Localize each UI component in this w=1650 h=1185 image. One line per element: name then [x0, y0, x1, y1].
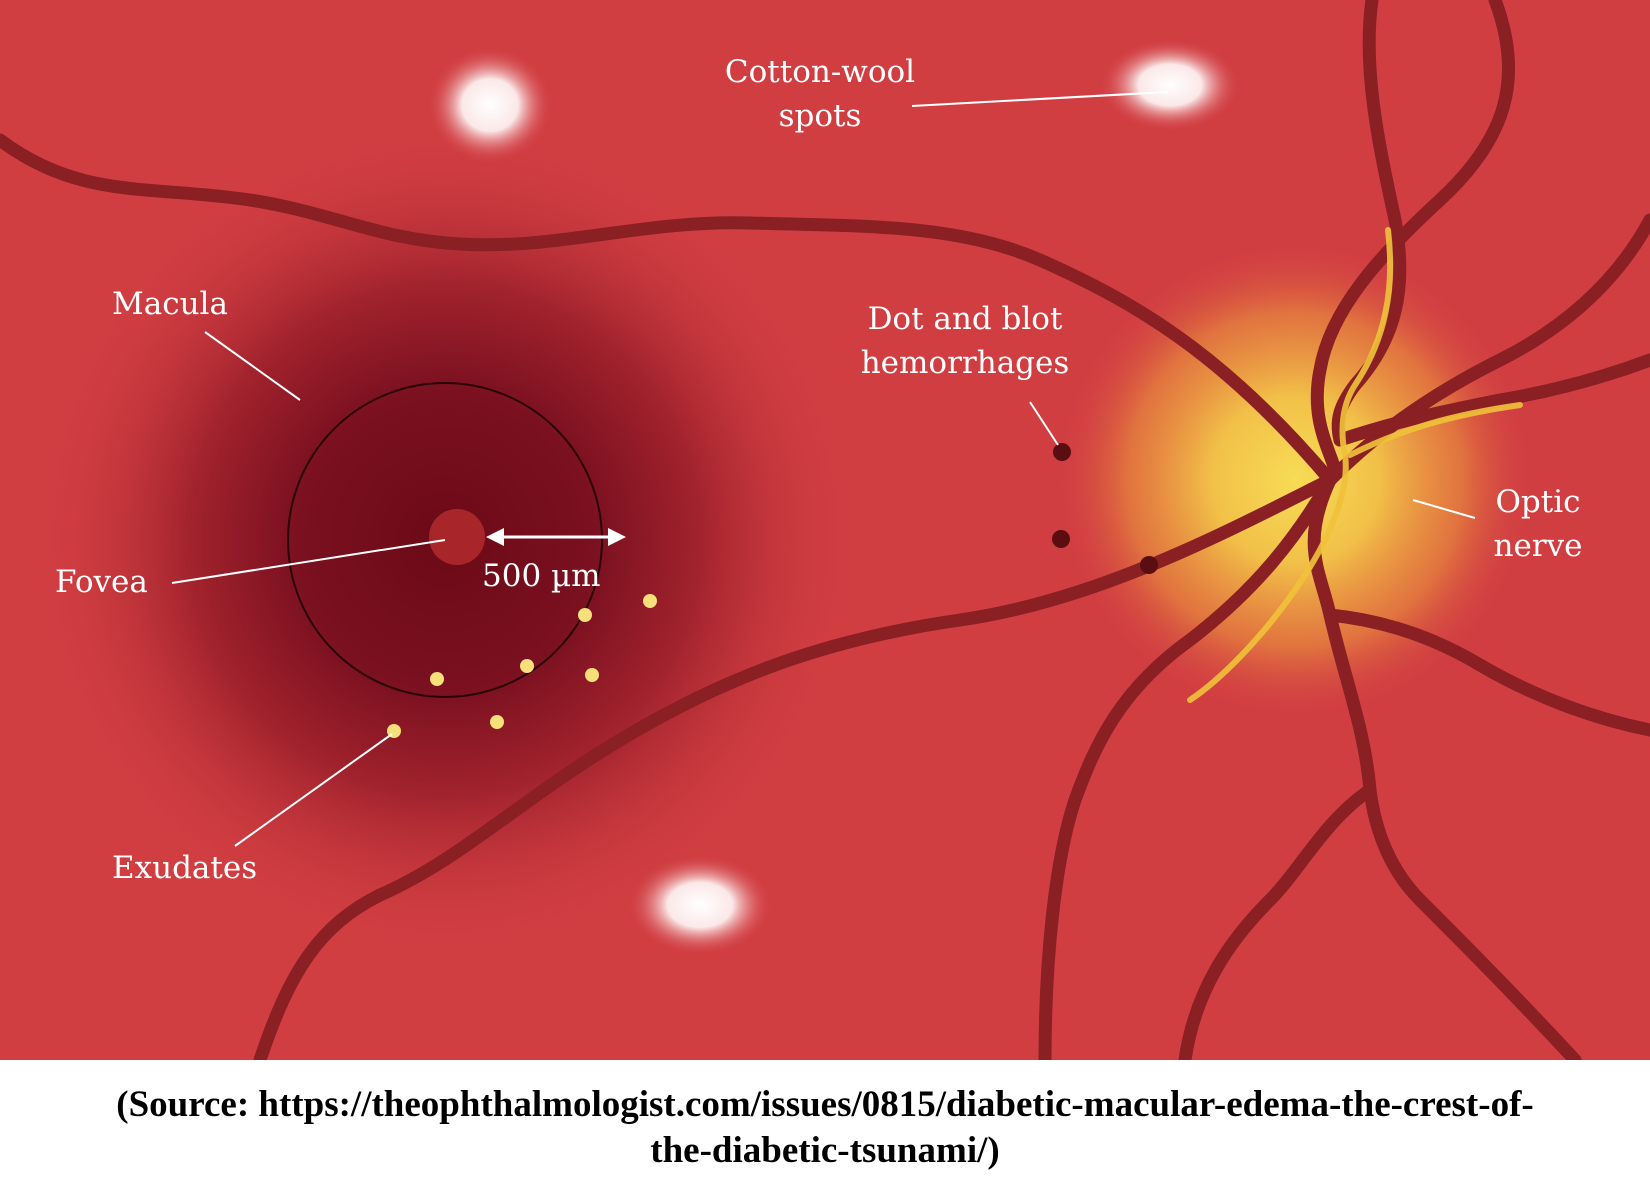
- label-fovea: Fovea: [55, 564, 148, 600]
- exudate: [578, 608, 592, 622]
- exudate: [585, 668, 599, 682]
- exudate: [643, 594, 657, 608]
- fovea: [429, 509, 485, 565]
- label-hemorrhages: Dot and blot hemorrhages: [860, 301, 1070, 381]
- blood-vessels: [0, 0, 1650, 1060]
- leader-cotton-wool: [911, 91, 1169, 107]
- retina-illustration: [0, 0, 1650, 1060]
- caption-line: (Source: https://theophthalmologist.com/…: [116, 1084, 1534, 1125]
- leader-optic-nerve: [1412, 499, 1476, 519]
- disc-vessel-highlight: [1187, 227, 1523, 703]
- source-caption: (Source: https://theophthalmologist.com/…: [0, 1082, 1650, 1174]
- cotton-wool-spot: [428, 47, 552, 163]
- leader-lines: [171, 91, 1476, 847]
- exudate: [490, 715, 504, 729]
- label-exudates: Exudates: [112, 850, 258, 886]
- label-cotton-wool-spots: Cotton-wool spots: [724, 54, 916, 134]
- exudates: [387, 594, 657, 738]
- scale-arrowhead-right: [608, 528, 626, 546]
- hemorrhage-dot: [1052, 530, 1070, 548]
- cotton-wool-spot: [1100, 39, 1240, 131]
- macula-boundary-circle: [287, 382, 603, 698]
- cotton-wool-spot: [628, 855, 772, 955]
- hemorrhage-dot: [1053, 443, 1071, 461]
- hemorrhages: [1052, 443, 1158, 574]
- leader-hemorrhages: [1029, 401, 1059, 446]
- label-optic-nerve: Optic nerve: [1493, 484, 1583, 564]
- hemorrhage-dot: [1140, 556, 1158, 574]
- scale-arrowhead-left: [486, 528, 504, 546]
- leader-macula: [204, 331, 301, 401]
- exudate: [430, 672, 444, 686]
- label-macula: Macula: [112, 286, 228, 322]
- leader-fovea: [171, 539, 446, 584]
- optic-disc: [1055, 240, 1535, 720]
- leader-exudates: [234, 733, 393, 847]
- caption-line: the-diabetic-tsunami/): [650, 1130, 1000, 1171]
- exudate: [520, 659, 534, 673]
- label-scale-500um: 500 µm: [482, 558, 601, 594]
